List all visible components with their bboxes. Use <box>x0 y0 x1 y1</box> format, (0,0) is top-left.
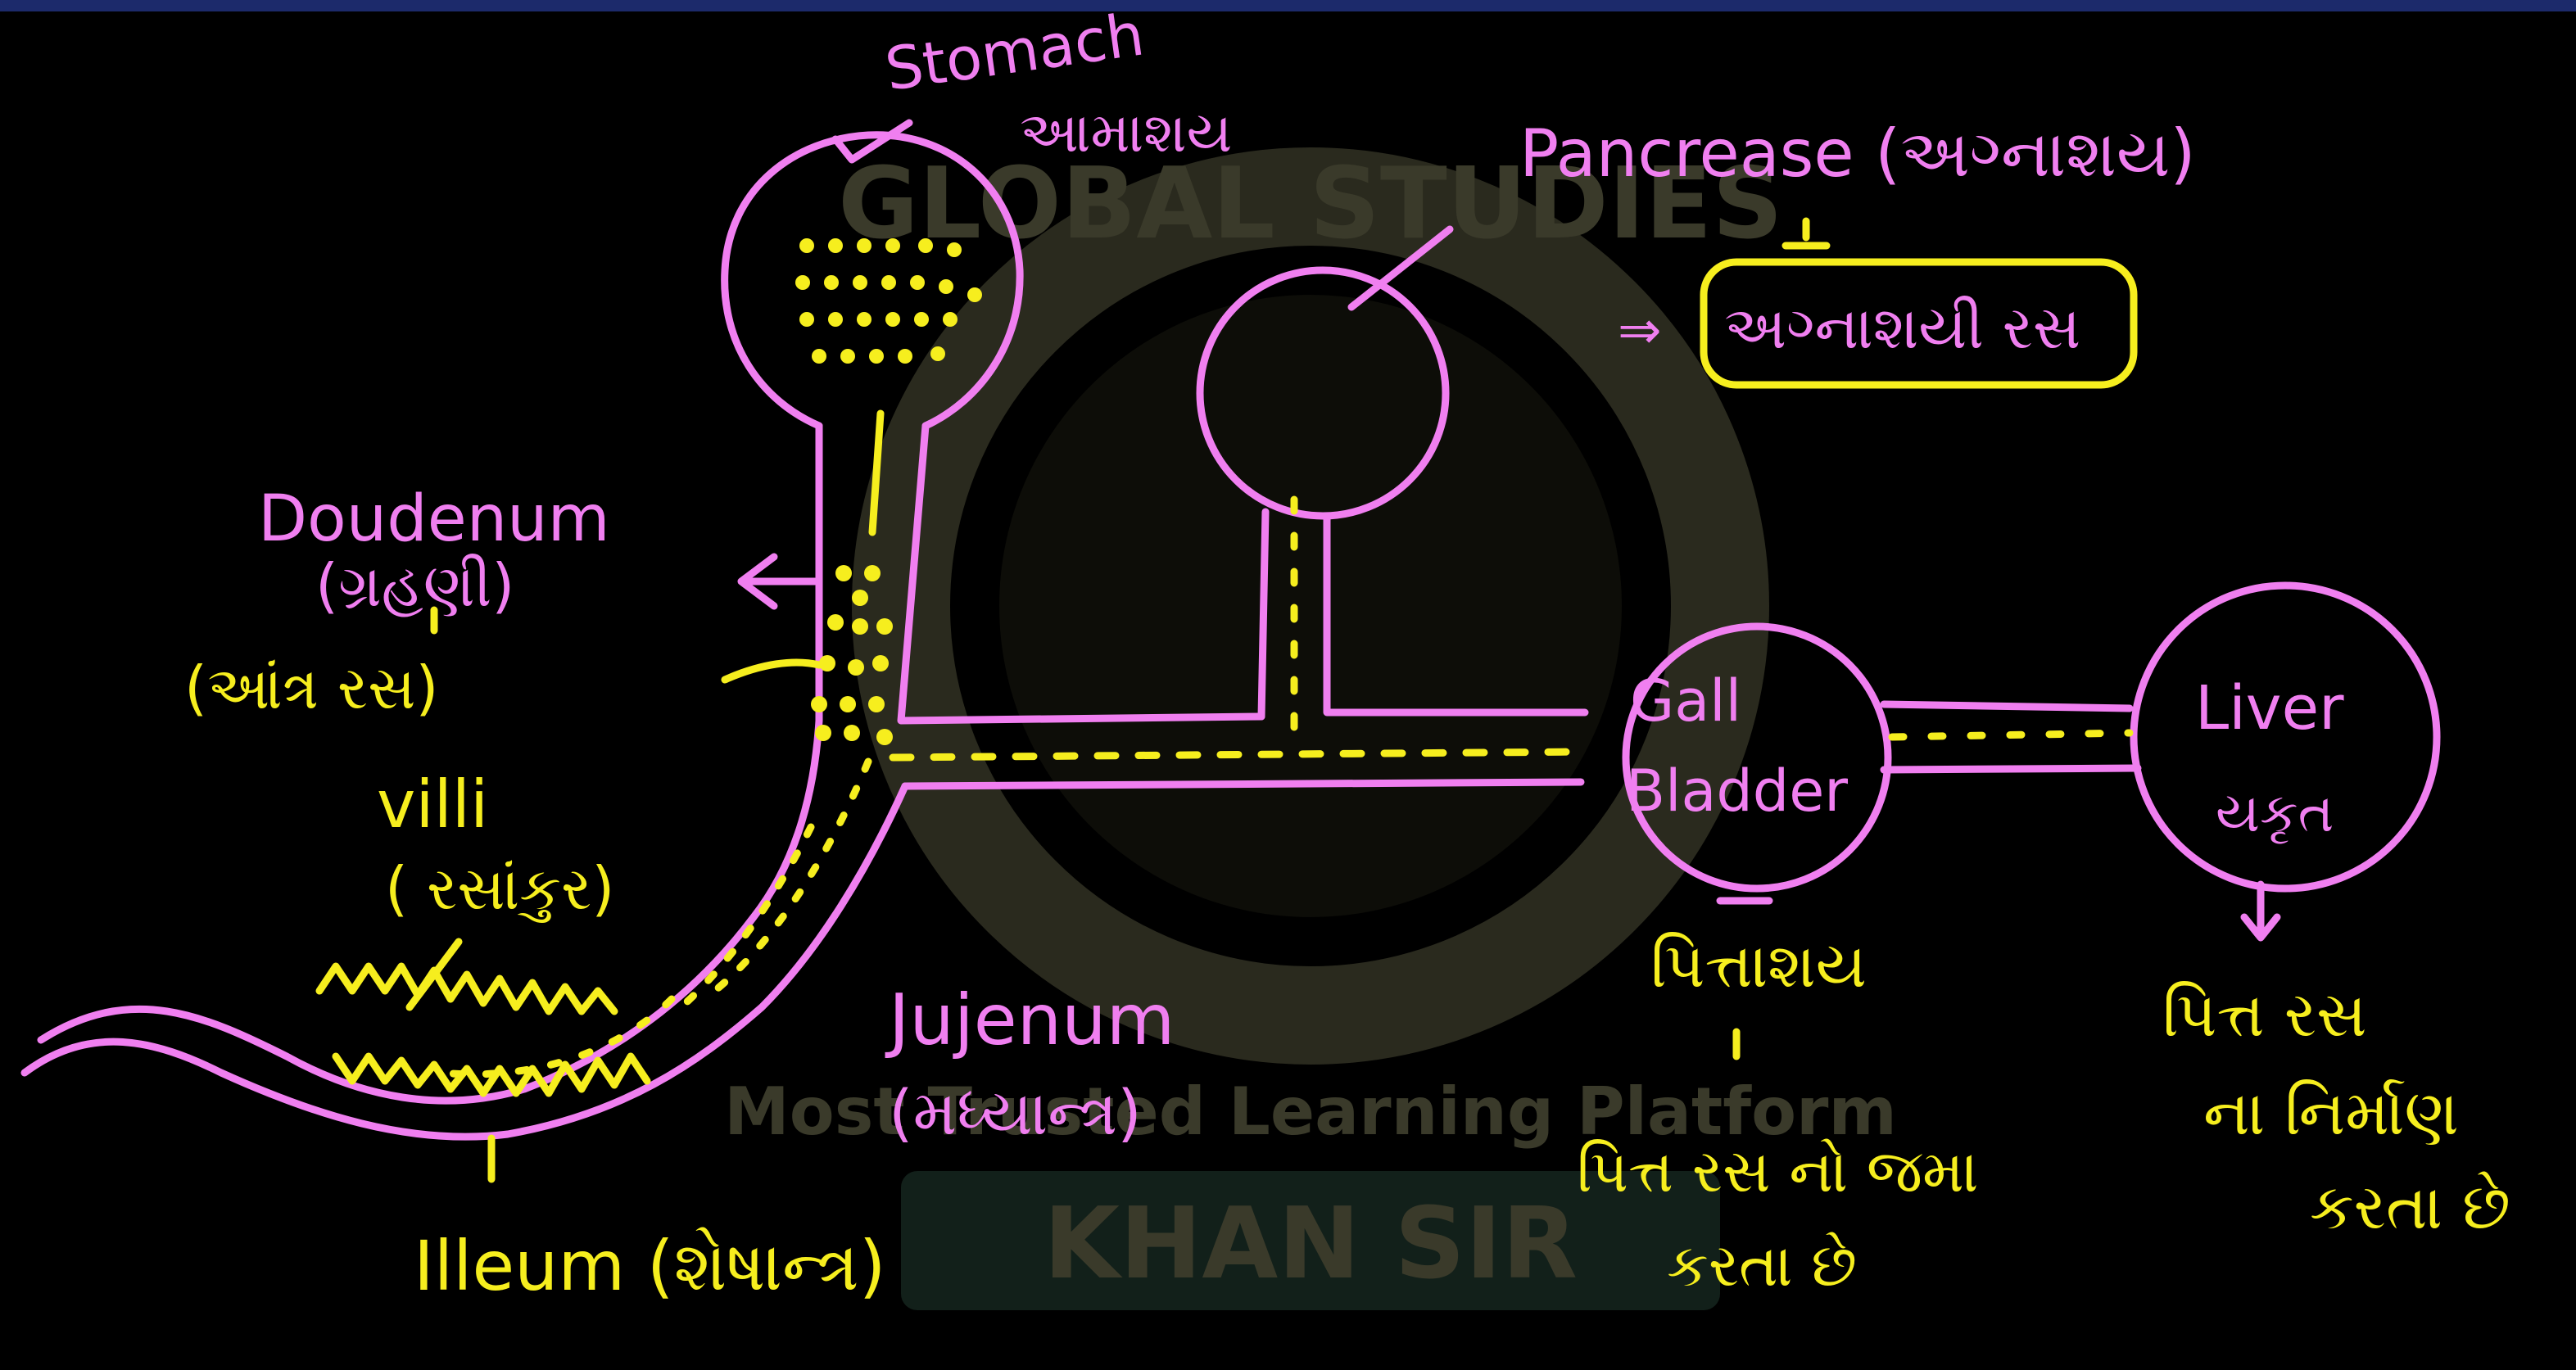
label-gall-guj: પિત્તાશય <box>1650 929 1867 1002</box>
label-gall-note-2: કરતા છે <box>1667 1231 1857 1300</box>
intestine-dots-1 <box>704 762 868 999</box>
label-jujenum-guj: (મધ્યાન્ત્ર) <box>889 1076 1142 1149</box>
watermark-banner-text: KHAN SIR <box>1044 1187 1578 1301</box>
label-arrow: ⇒ <box>1618 301 1662 361</box>
label-doudenum: Doudenum <box>258 482 610 556</box>
pancreas-tick <box>1786 221 1827 246</box>
villi-top <box>319 966 614 1011</box>
bile-duct-bottom <box>1884 768 2138 770</box>
label-illeum: Illeum (શેષાન્ત્ર) <box>414 1226 885 1306</box>
label-pancreatic-juice: અગ્નાશયી રસ <box>1724 293 2080 362</box>
label-gall: Gall <box>1630 667 1741 735</box>
watermark-globe <box>999 295 1622 917</box>
label-jujenum: Jujenum <box>885 979 1175 1061</box>
label-pancrease: Pancrease (અગ્નાશય) <box>1519 115 2196 192</box>
label-stomach: Stomach <box>881 11 1148 104</box>
liver-arrow <box>2244 884 2277 938</box>
label-liver-note-1: પિત્ત રસ <box>2162 978 2367 1051</box>
pancreatic-duct-left <box>1261 512 1265 717</box>
label-doudenum-guj: (ગ્રહણી) <box>315 551 514 620</box>
duodenum-arrow <box>741 557 815 606</box>
label-stomach-guj: આમાશય <box>1020 101 1232 165</box>
label-intestinal-juice: (આંત્ર રસ) <box>184 653 438 722</box>
diagram-board: GLOBAL STUDIES Most Trusted Learning Pla… <box>0 11 2576 1370</box>
label-villi: villi <box>377 766 488 843</box>
villi-bottom <box>336 1056 647 1093</box>
label-liver-note-2: ના નિર્માણ <box>2203 1076 2459 1149</box>
bile-duct-dots <box>1892 733 2130 737</box>
label-liver-note-3: કરતા છે <box>2310 1170 2510 1243</box>
label-bladder: Bladder <box>1626 757 1848 825</box>
digestive-diagram: GLOBAL STUDIES Most Trusted Learning Pla… <box>0 11 2576 1370</box>
label-villi-guj: ( રસાંકુર) <box>385 854 614 923</box>
bile-duct-top <box>1884 704 2130 708</box>
label-gall-note-1: પિત્ત રસ નો જમા <box>1577 1137 1978 1205</box>
label-liver: Liver <box>2195 673 2344 744</box>
intestinal-juice-pointer <box>725 662 819 680</box>
label-liver-guj: યકૃત <box>2216 781 2334 844</box>
top-bar <box>0 0 2576 11</box>
intestine-wall-bottom <box>905 782 1581 786</box>
